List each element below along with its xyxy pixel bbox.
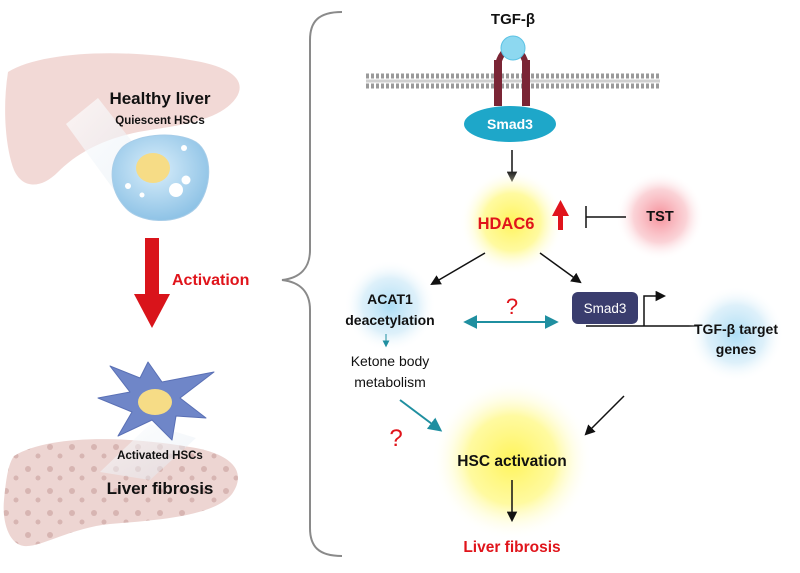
cell-membrane (366, 73, 660, 89)
arrow-target-to-hsc (584, 395, 625, 436)
target-genes-line1: TGF-β target (694, 321, 778, 337)
acat1-label-line1: ACAT1 (367, 291, 413, 307)
quiescent-hsc-cell (111, 134, 210, 221)
smad3-nuclear-label: Smad3 (584, 301, 627, 316)
tst-label: TST (646, 209, 674, 225)
curly-brace (281, 11, 343, 557)
smad3-receptor-node (464, 106, 556, 142)
tgf-beta-label: TGF-β (491, 11, 535, 28)
activated-hsc-cell (97, 361, 215, 441)
healthy-liver-title: Healthy liver (109, 89, 210, 108)
arrow-hdac6-to-smad3 (539, 252, 582, 284)
acat1-glow (344, 260, 436, 352)
upregulation-arrow-icon (552, 200, 569, 230)
hdac6-glow (460, 170, 564, 274)
left-panel: Healthy liver Quiescent HSCs Activation … (3, 53, 249, 547)
fibrotic-liver-shape (3, 439, 238, 547)
ketone-label-line1: Ketone body (351, 353, 430, 369)
hsc-activation-label: HSC activation (457, 453, 566, 470)
activated-hsc-label: Activated HSCs (117, 450, 203, 462)
hdac6-label: HDAC6 (478, 215, 535, 233)
ketone-label-line2: metabolism (354, 374, 426, 390)
acat1-label-line2: deacetylation (345, 312, 434, 328)
arrow-ketone-to-hsc (399, 399, 443, 432)
quiescent-hsc-label: Quiescent HSCs (115, 115, 204, 127)
outcome-liver-fibrosis: Liver fibrosis (463, 539, 560, 556)
target-genes-glow (688, 286, 784, 382)
question-mark-left: ? (389, 425, 402, 452)
inhibition-bar-icon (585, 206, 626, 228)
healthy-liver-shape (5, 53, 240, 185)
arrow-hdac6-to-acat1 (430, 252, 486, 286)
tst-glow (616, 172, 704, 260)
question-mark-top: ? (506, 294, 518, 319)
pathway: TGF-β Smad3 HDAC6 TST ACAT1 deacetylatio… (344, 11, 784, 556)
liver-fibrosis-title: Liver fibrosis (107, 479, 214, 498)
tgf-beta-ligand (500, 35, 526, 61)
smad3-nuclear-box (572, 292, 638, 324)
activation-arrow (134, 238, 170, 328)
smad3-receptor-label: Smad3 (487, 116, 533, 132)
hsc-activation-glow (432, 380, 592, 540)
activation-label: Activation (172, 272, 249, 289)
promoter-arrow-icon (643, 290, 667, 326)
target-genes-line2: genes (716, 341, 757, 357)
